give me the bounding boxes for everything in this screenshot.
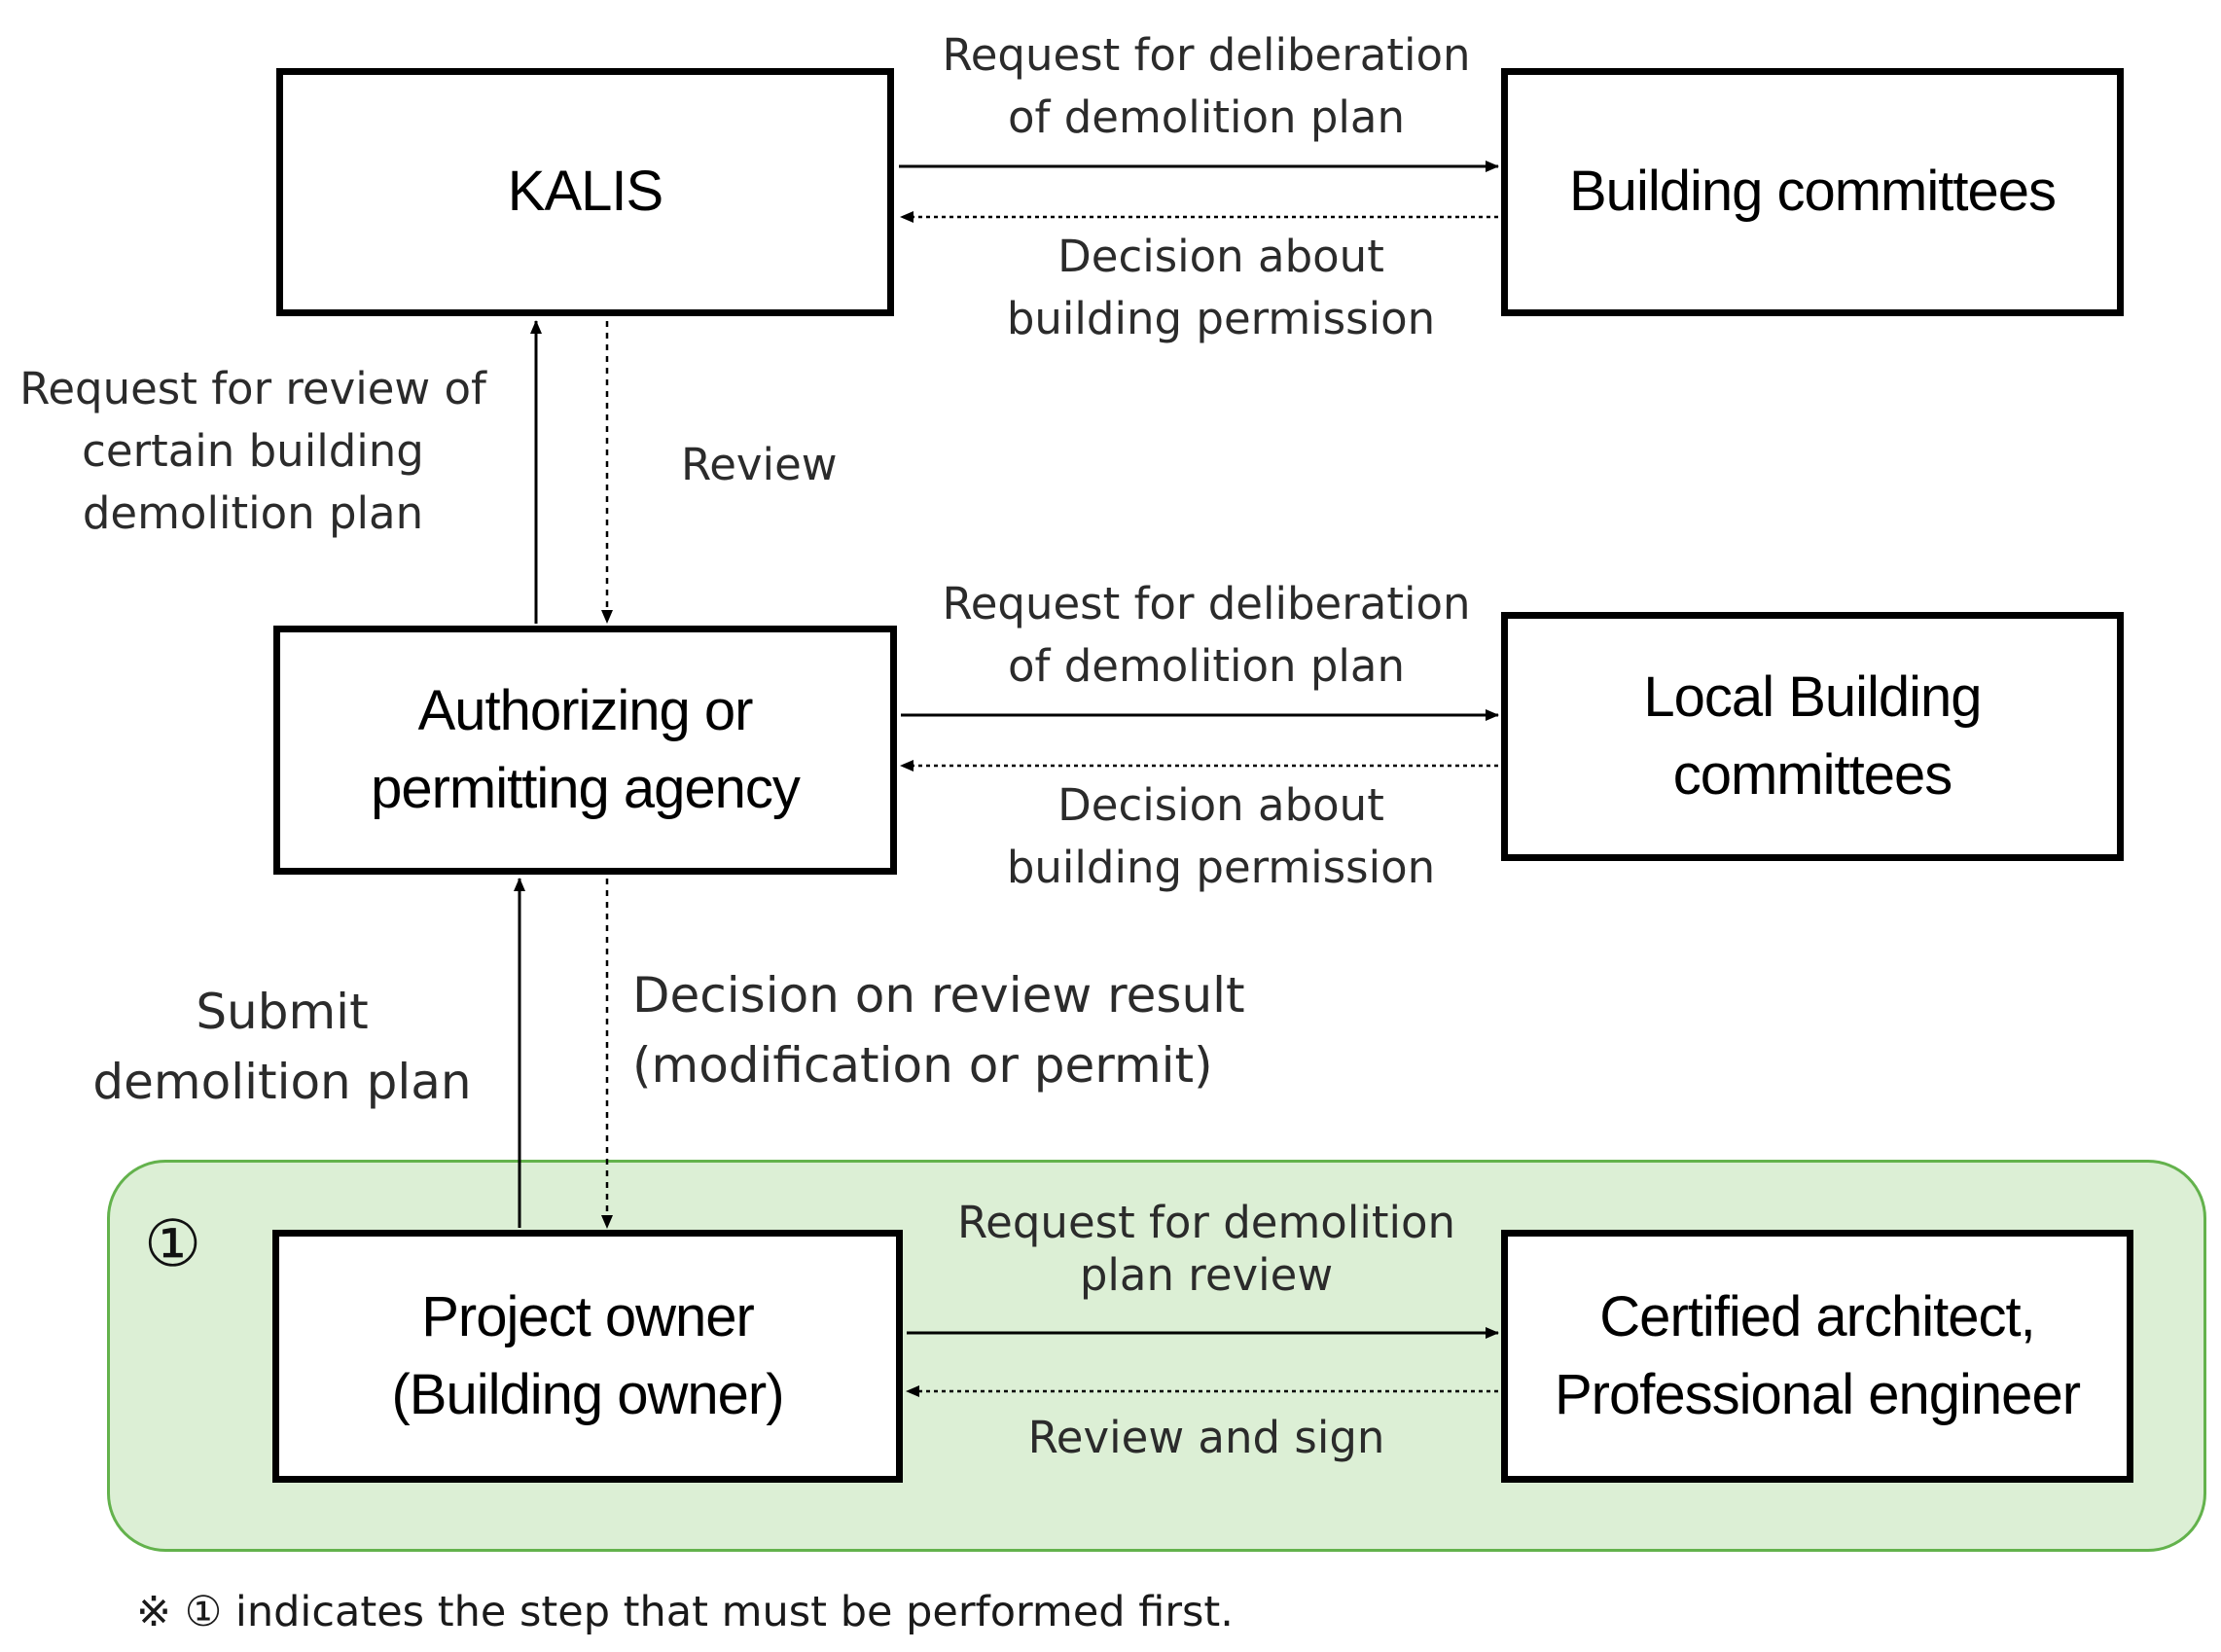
authorizing-agency-label: Authorizing or permitting agency <box>371 678 801 820</box>
footnote: ※ ① indicates the step that must be perf… <box>136 1588 1234 1636</box>
label-committees-to-kalis: Decision about building permission <box>1006 231 1436 344</box>
local-building-committees-label: Local Building committees <box>1643 664 1982 807</box>
local-building-committees-box: Local Building committees <box>1501 612 2124 861</box>
certified-architect-box: Certified architect, Professional engine… <box>1501 1230 2133 1483</box>
kalis-box: KALIS <box>276 68 894 316</box>
label-agency-to-owner: Decision on review result (modification … <box>632 967 1245 1094</box>
label-agency-to-kalis: Request for review of certain building d… <box>19 363 486 539</box>
building-committees-box: Building committees <box>1501 68 2124 316</box>
step-marker: ① <box>144 1206 202 1281</box>
label-owner-to-agency: Submit demolition plan <box>92 984 472 1110</box>
label-agency-to-local: Request for deliberation of demolition p… <box>942 578 1471 692</box>
authorizing-agency-box: Authorizing or permitting agency <box>273 626 897 875</box>
project-owner-box: Project owner (Building owner) <box>272 1230 903 1483</box>
label-local-to-agency: Decision about building permission <box>1006 779 1436 893</box>
label-architect-to-owner: Review and sign <box>1027 1412 1385 1463</box>
label-kalis-to-committees: Request for deliberation of demolition p… <box>942 29 1471 143</box>
project-owner-label: Project owner (Building owner) <box>391 1284 784 1426</box>
building-committees-label: Building committees <box>1569 160 2057 224</box>
label-owner-to-architect: Request for demolition plan review <box>956 1197 1456 1301</box>
certified-architect-label: Certified architect, Professional engine… <box>1554 1284 2081 1426</box>
kalis-label: KALIS <box>507 160 663 224</box>
label-kalis-to-agency: Review <box>681 439 838 490</box>
